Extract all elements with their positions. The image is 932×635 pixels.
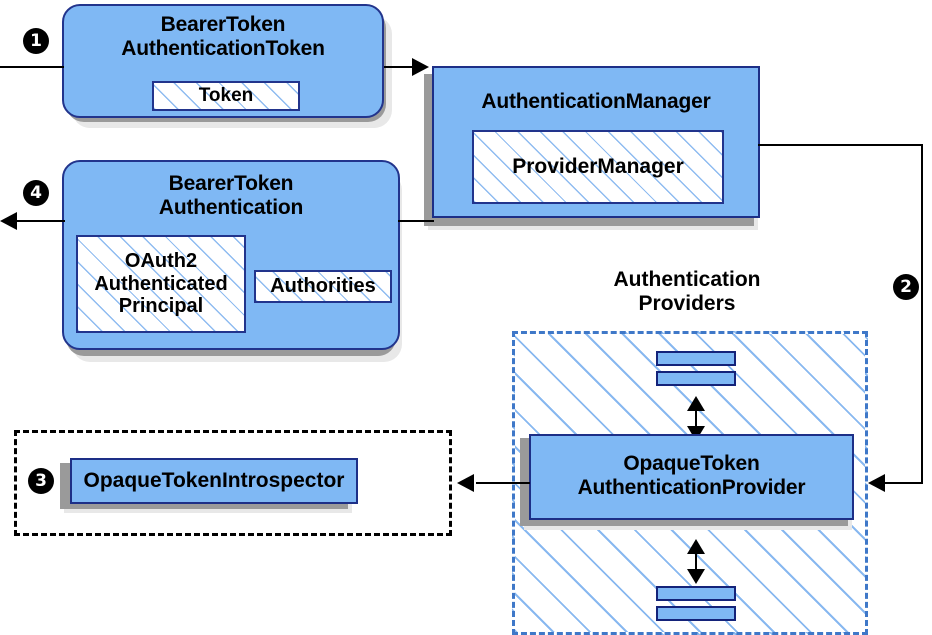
flow-arrow-3-into-introspector (457, 474, 474, 492)
bta-inner-oauth2-principal-box[interactable]: OAuth2 Authenticated Principal (76, 235, 246, 333)
btat-inner-token-box[interactable]: Token (152, 81, 300, 111)
opaque-token-introspector-card[interactable]: OpaqueTokenIntrospector (70, 458, 358, 504)
otap-title: OpaqueToken AuthenticationProvider (577, 452, 806, 499)
provider-arrow-top-stem (695, 404, 697, 432)
badge-2: 2 (893, 274, 919, 300)
provider-arrow-bottom-up (687, 539, 705, 554)
provider-arrow-bottom-down (687, 569, 705, 584)
badge-1: 1 (23, 28, 49, 54)
flow-arrow-4-out (0, 212, 17, 230)
opaque-token-authentication-provider-card[interactable]: OpaqueToken AuthenticationProvider (529, 434, 854, 520)
provider-bar-bottom-2 (656, 606, 736, 621)
authorities-label: Authorities (270, 275, 376, 298)
badge-4: 4 (23, 180, 49, 206)
badge-3-label: 3 (35, 470, 47, 491)
provider-bar-top-1 (656, 351, 736, 366)
btat-inner-token-label: Token (198, 85, 254, 107)
flow-line-1-in (0, 66, 64, 68)
flow-line-1-out (384, 66, 416, 68)
oauth2-authenticated-principal-label: OAuth2 Authenticated Principal (94, 250, 228, 318)
flow-line-manager-to-bta (398, 220, 434, 222)
bearer-token-authentication-card[interactable]: BearerToken Authentication OAuth2 Authen… (62, 160, 400, 350)
flow-line-4-out (17, 220, 65, 222)
badge-3: 3 (28, 468, 54, 494)
flow-line-2-top (758, 144, 923, 146)
flow-line-2-right (921, 144, 923, 484)
badge-2-label: 2 (900, 276, 912, 297)
btat-title: BearerToken AuthenticationToken (121, 13, 325, 60)
auth-manager-title: AuthenticationManager (481, 90, 711, 113)
auth-manager-inner-provider-manager-box[interactable]: ProviderManager (472, 130, 724, 204)
badge-4-label: 4 (30, 182, 42, 203)
flow-arrow-2-into-provider (868, 474, 885, 492)
authentication-providers-label: Authentication Providers (613, 268, 761, 315)
badge-1-label: 1 (30, 30, 42, 51)
flow-arrow-1-to-manager (412, 58, 429, 76)
oti-title: OpaqueTokenIntrospector (83, 469, 345, 492)
provider-manager-label: ProviderManager (512, 155, 684, 179)
provider-arrow-top-up (687, 396, 705, 411)
bta-inner-authorities-box[interactable]: Authorities (254, 270, 392, 303)
bta-title: BearerToken Authentication (158, 172, 304, 219)
bearer-token-authentication-token-card[interactable]: BearerToken AuthenticationToken Token (62, 4, 384, 118)
flow-line-3-provider-to-introspector (476, 482, 530, 484)
authentication-manager-card[interactable]: AuthenticationManager ProviderManager (432, 66, 760, 218)
provider-bar-top-2 (656, 371, 736, 386)
provider-bar-bottom-1 (656, 586, 736, 601)
flow-line-2-bottom (885, 482, 923, 484)
provider-arrow-bottom-stem (695, 547, 697, 575)
